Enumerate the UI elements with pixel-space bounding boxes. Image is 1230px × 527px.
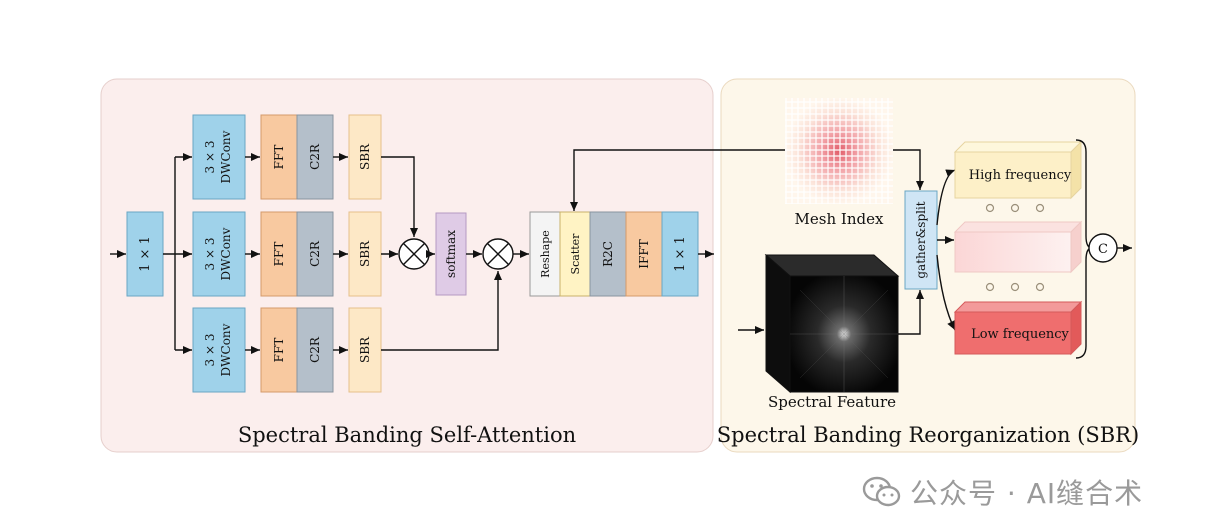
mid-frequency-slab [953, 220, 1083, 274]
sbr-block-1 [348, 114, 382, 200]
c2r-3-label: C2R [308, 336, 322, 363]
r2c-label: R2C [601, 241, 615, 267]
wechat-icon [862, 476, 901, 507]
conv1x1-block: 1 × 1 [126, 211, 164, 297]
fft-1-label: FFT [272, 145, 286, 170]
c2r-2-label: C2R [308, 240, 322, 267]
c2r-block-3 [296, 307, 334, 393]
spectral-feature-label: Spectral Feature [768, 393, 896, 411]
scatter-label: Scatter [569, 233, 582, 275]
concat-label: C [1098, 242, 1108, 257]
dwconv-3-top: 3 × 3 [203, 334, 217, 367]
ellipsis-dots-bottom [985, 282, 1045, 292]
fft-2-label: FFT [272, 242, 286, 267]
dwconv-2-bottom: DWConv [219, 227, 233, 280]
high-frequency-slab [953, 140, 1083, 200]
watermark-text: 公众号 · AI缝合术 [910, 477, 1144, 510]
low-frequency-slab [953, 300, 1083, 356]
dwconv-block-1 [192, 114, 246, 200]
reshape-label: Reshape [539, 230, 552, 278]
concat-node: C [1088, 233, 1118, 263]
sbr-3-label: SBR [358, 336, 372, 363]
dwconv-3-bottom: DWConv [219, 323, 233, 376]
c2r-block-2 [296, 211, 334, 297]
reshape-block [529, 211, 561, 297]
dwconv-2-top: 3 × 3 [203, 238, 217, 271]
ifft-block [625, 211, 663, 297]
gather-split-block: gather&split [904, 190, 938, 290]
row-2: 3 × 3 DWConv FFT C2R SBR [192, 211, 382, 297]
dwconv-block-2 [192, 211, 246, 297]
c2r-block-1 [296, 114, 334, 200]
dwconv-1-top: 3 × 3 [203, 141, 217, 174]
c2r-1-label: C2R [308, 143, 322, 170]
fft-3-label: FFT [272, 338, 286, 363]
fft-block-3 [260, 307, 298, 393]
r2c-block [589, 211, 627, 297]
out-conv1x1-label: 1 × 1 [673, 236, 688, 272]
output-chain: Reshape Scatter R2C IFFT 1 × 1 [529, 211, 699, 297]
row-3: 3 × 3 DWConv FFT C2R SBR [192, 307, 382, 393]
right-panel-title: Spectral Banding Reorganization (SBR) [717, 423, 1139, 447]
scatter-block [559, 211, 591, 297]
row-1: 3 × 3 DWConv FFT C2R SBR [192, 114, 382, 200]
high-frequency-label: High frequency [969, 168, 1072, 183]
low-frequency-label: Low frequency [971, 327, 1069, 342]
sbr-2-label: SBR [358, 240, 372, 267]
left-panel-title: Spectral Banding Self-Attention [238, 423, 576, 447]
gather-split-label: gather&split [914, 201, 928, 278]
sbr-1-label: SBR [358, 143, 372, 170]
multiply-node-2 [482, 238, 514, 270]
ellipsis-dots-top [985, 203, 1045, 213]
dwconv-block-3 [192, 307, 246, 393]
softmax-label: softmax [444, 230, 458, 278]
conv1x1-label: 1 × 1 [138, 236, 153, 272]
fft-block-1 [260, 114, 298, 200]
softmax-block: softmax [435, 212, 467, 296]
mesh-index-label: Mesh Index [795, 210, 884, 228]
watermark: 公众号 · AI缝合术 [862, 472, 1143, 512]
multiply-node-1 [398, 238, 430, 270]
dwconv-1-bottom: DWConv [219, 130, 233, 183]
spectral-feature-cube [764, 253, 900, 394]
sbr-block-2 [348, 211, 382, 297]
out-conv1x1-block [661, 211, 699, 297]
mesh-index-image [785, 98, 893, 204]
ifft-label: IFFT [637, 239, 651, 268]
fft-block-2 [260, 211, 298, 297]
